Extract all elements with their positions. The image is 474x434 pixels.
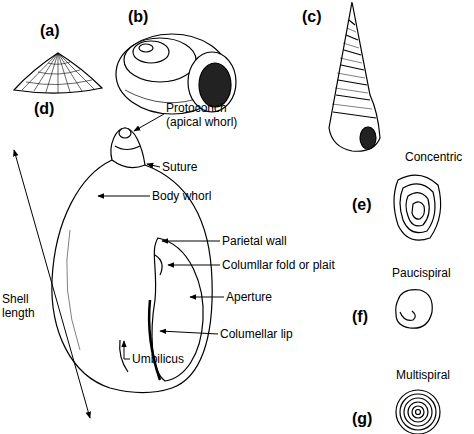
figure-letter: (g) xyxy=(352,410,372,428)
part-label: Aperture xyxy=(226,290,272,304)
figure-letter: (c) xyxy=(302,8,322,26)
figure-letter: (e) xyxy=(352,196,372,214)
figure-letter: (d) xyxy=(34,100,54,118)
figure-letter: (a) xyxy=(40,22,60,40)
part-label: Body whorl xyxy=(152,189,211,203)
part-label: Concentric xyxy=(405,150,462,164)
part-label: Suture xyxy=(162,160,197,174)
shell-length-arrow xyxy=(14,150,90,418)
leader-lines xyxy=(14,114,224,418)
part-label: Parietal wall xyxy=(222,234,287,248)
turret-shell xyxy=(329,2,380,151)
paucispiral-operculum xyxy=(396,290,433,328)
multispiral-operculum xyxy=(396,390,440,434)
part-label: Protoconch (apical whorl) xyxy=(166,101,254,129)
figure-letter: (b) xyxy=(128,8,148,26)
limpet-shell xyxy=(14,53,102,93)
part-label: Columllar fold or plait xyxy=(222,258,335,272)
figure-letter: (f) xyxy=(352,308,368,326)
part-label: Columellar lip xyxy=(220,327,293,341)
part-label: Paucispiral xyxy=(392,266,451,280)
concentric-operculum xyxy=(394,175,441,240)
part-label: Umbilicus xyxy=(132,352,184,366)
part-label: Multispiral xyxy=(396,368,450,382)
part-label: Shell length xyxy=(2,292,42,320)
gastropod-shell xyxy=(52,128,212,393)
